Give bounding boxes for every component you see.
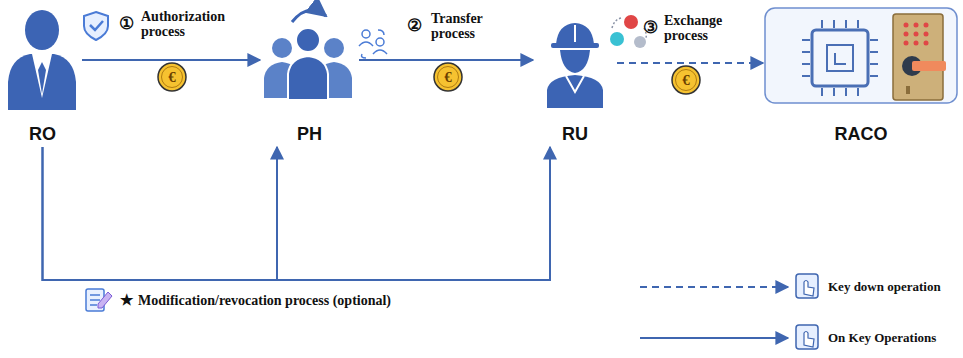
- device-node: RACO: [765, 8, 957, 145]
- holder-node: PH: [262, 8, 357, 145]
- callout-number: ①: [119, 14, 141, 34]
- node-label: PH: [297, 125, 322, 145]
- transfer-icon: [359, 30, 387, 58]
- star-mark: ★: [120, 290, 138, 310]
- process-label: Authorization process: [141, 10, 251, 39]
- user-node: RU: [535, 18, 615, 145]
- owner-node: RO: [5, 8, 80, 145]
- legend-sample: [640, 274, 818, 349]
- user-icon: [547, 23, 603, 108]
- owner-icon: [8, 10, 76, 110]
- flow-arrow: [617, 62, 763, 64]
- device-illustration: [765, 8, 957, 103]
- shield-icon: [84, 12, 108, 40]
- legend-text: On Key Operations: [828, 330, 936, 346]
- currency-sign: €: [159, 67, 185, 87]
- exchange-icon: [610, 15, 646, 48]
- process-note: Modification/revocation process (optiona…: [138, 291, 498, 311]
- process-label: Exchange process: [664, 14, 744, 43]
- process-label: Transfer process: [431, 12, 511, 41]
- flow-arrow: [43, 147, 551, 280]
- coin-symbol: [158, 63, 700, 94]
- flow-arrow: [82, 59, 260, 61]
- flow-arrow: [43, 147, 278, 280]
- node-label: RO: [29, 125, 56, 145]
- holder-icon: [264, 10, 352, 100]
- currency-sign: €: [673, 70, 699, 90]
- callout-number: ③: [643, 18, 665, 38]
- legend-text: Key down operation: [828, 279, 941, 295]
- node-label: RACO: [835, 125, 888, 145]
- currency-sign: €: [435, 67, 461, 87]
- callout-number: ②: [407, 16, 429, 36]
- modify-icon: [86, 289, 112, 311]
- node-label: RU: [562, 125, 588, 145]
- flow-arrow: [359, 59, 533, 61]
